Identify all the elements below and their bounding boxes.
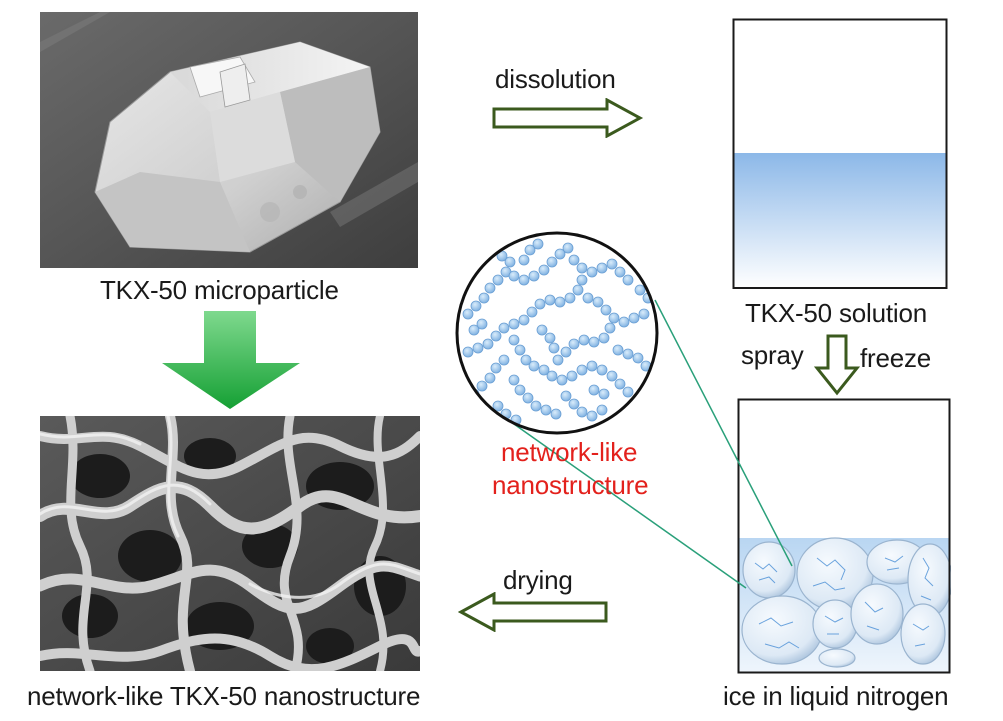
nanostructure-bottom-label: network-like TKX-50 nanostructure <box>27 681 421 711</box>
microparticle-label: TKX-50 microparticle <box>100 275 339 305</box>
dissolution-label: dissolution <box>495 64 616 94</box>
ice-label: ice in liquid nitrogen <box>723 681 949 711</box>
ice-beaker <box>737 398 951 674</box>
dissolution-arrow-icon <box>492 98 644 138</box>
network-label-line2: nanostructure <box>492 470 649 500</box>
solution-beaker <box>732 18 948 289</box>
freeze-label: freeze <box>860 343 932 373</box>
green-down-arrow-icon <box>162 311 300 409</box>
drying-label: drying <box>503 565 573 595</box>
network-label-line1: network-like <box>501 437 638 467</box>
nanostructure-sem-image <box>40 416 420 671</box>
spray-freeze-arrow-icon <box>814 334 860 396</box>
network-nanostructure-circle <box>455 231 659 435</box>
microparticle-sem-image <box>40 12 418 268</box>
drying-arrow-icon <box>458 592 608 632</box>
spray-label: spray <box>741 340 804 370</box>
solution-label: TKX-50 solution <box>745 298 927 328</box>
